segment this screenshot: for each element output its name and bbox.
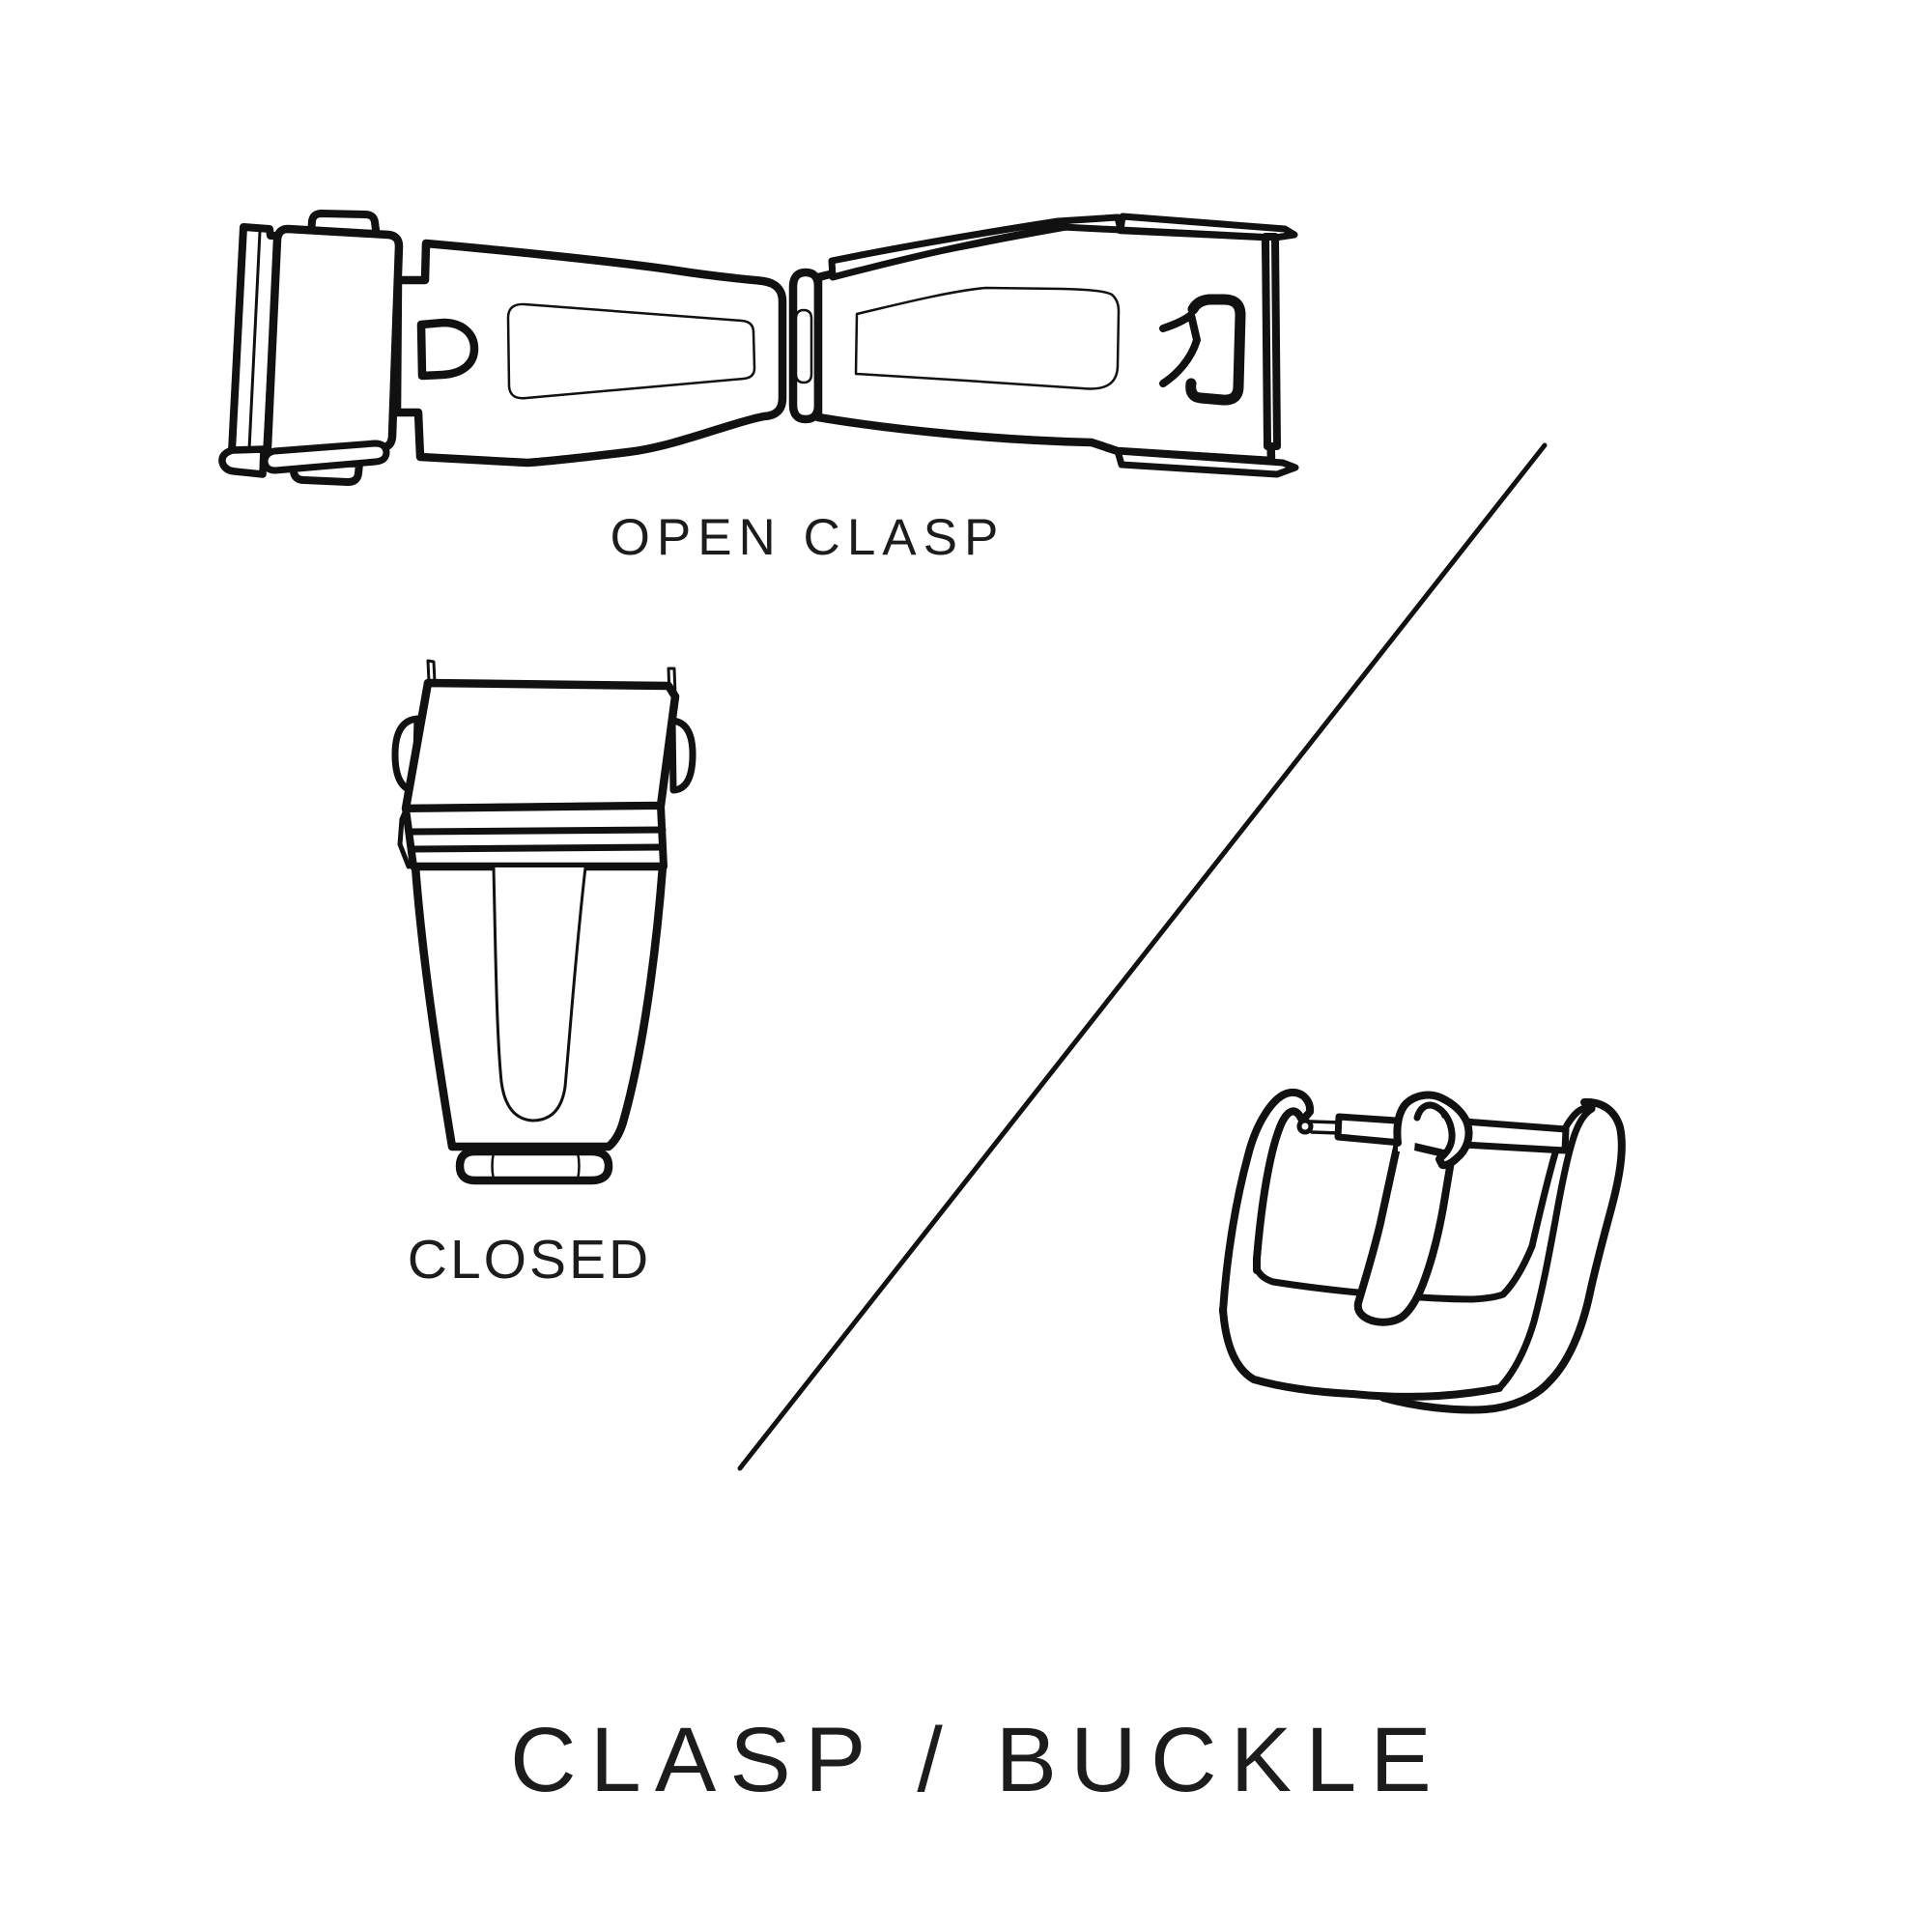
svg-text:OPEN CLASP: OPEN CLASP <box>611 509 1006 566</box>
svg-text:CLASP / BUCKLE: CLASP / BUCKLE <box>510 1709 1445 1811</box>
svg-text:CLOSED: CLOSED <box>408 1229 651 1291</box>
